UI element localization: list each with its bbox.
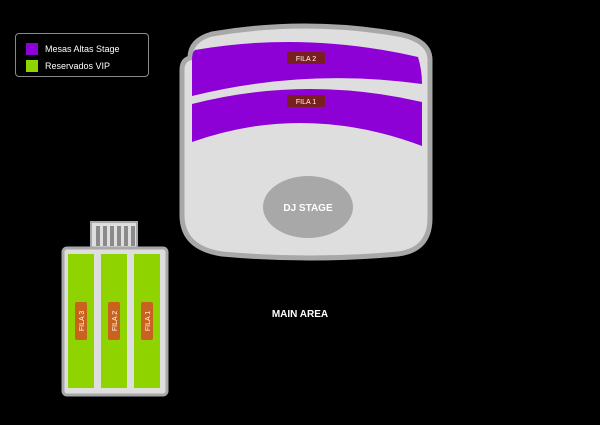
- stage-row-fila-2[interactable]: [192, 41, 422, 96]
- vip-column-fila-1-label: FILA 1: [145, 311, 152, 331]
- legend-swatch-purple: [26, 42, 38, 55]
- dj-stage: [263, 176, 353, 238]
- main-area-label: MAIN AREA: [271, 309, 329, 320]
- stage-row-fila-2-badge: [287, 52, 325, 64]
- legend: Mesas Altas Stage Reservados VIP: [15, 33, 149, 77]
- legend-label: Mesas Altas Stage: [45, 43, 120, 54]
- vip-column-fila-1-badge: [141, 302, 153, 340]
- legend-item-reservados-vip: Reservados VIP: [26, 57, 148, 74]
- vip-column-fila-3-badge: [75, 302, 87, 340]
- vip-stair-steps: [96, 226, 135, 246]
- vip-column-fila-2-label: FILA 2: [112, 311, 119, 331]
- legend-swatch-green: [26, 59, 38, 72]
- stage-row-fila-1-badge: [287, 95, 325, 107]
- stage-row-fila-1[interactable]: [192, 88, 422, 146]
- legend-label: Reservados VIP: [45, 60, 111, 71]
- dj-stage-label: DJ STAGE: [283, 203, 333, 214]
- stage-row-fila-2-label: FILA 2: [296, 56, 316, 63]
- stage-row-fila-1-label: FILA 1: [296, 99, 316, 106]
- vip-column-fila-3-label: FILA 3: [79, 311, 86, 331]
- legend-item-mesas-altas-stage: Mesas Altas Stage: [26, 40, 148, 57]
- vip-column-fila-2-badge: [108, 302, 120, 340]
